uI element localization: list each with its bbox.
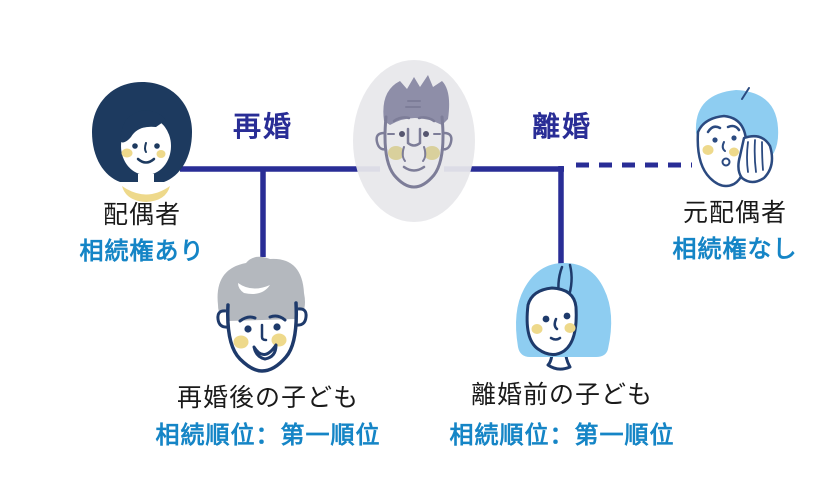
remarriage-child-avatar bbox=[216, 256, 308, 373]
spouse-label: 配偶者 bbox=[102, 201, 181, 229]
remarriage-label: 再婚 bbox=[232, 111, 293, 142]
deceased-avatar bbox=[353, 60, 475, 222]
ex-spouse-label: 元配偶者 bbox=[682, 199, 787, 227]
ex-spouse-status: 相続権なし bbox=[672, 236, 798, 263]
remarriage-child-label: 再婚後の子ども bbox=[176, 384, 359, 412]
divorce-label: 離婚 bbox=[531, 111, 592, 142]
remarriage-child-status: 相続順位：第一順位 bbox=[155, 422, 381, 449]
divorce-child-status: 相続順位：第一順位 bbox=[449, 422, 675, 449]
ex-spouse-avatar bbox=[695, 87, 779, 188]
divorce-child-avatar bbox=[516, 263, 612, 371]
spouse-avatar bbox=[92, 82, 192, 202]
spouse-status: 相続権あり bbox=[79, 238, 205, 265]
divorce-child-label: 離婚前の子ども bbox=[470, 381, 653, 409]
